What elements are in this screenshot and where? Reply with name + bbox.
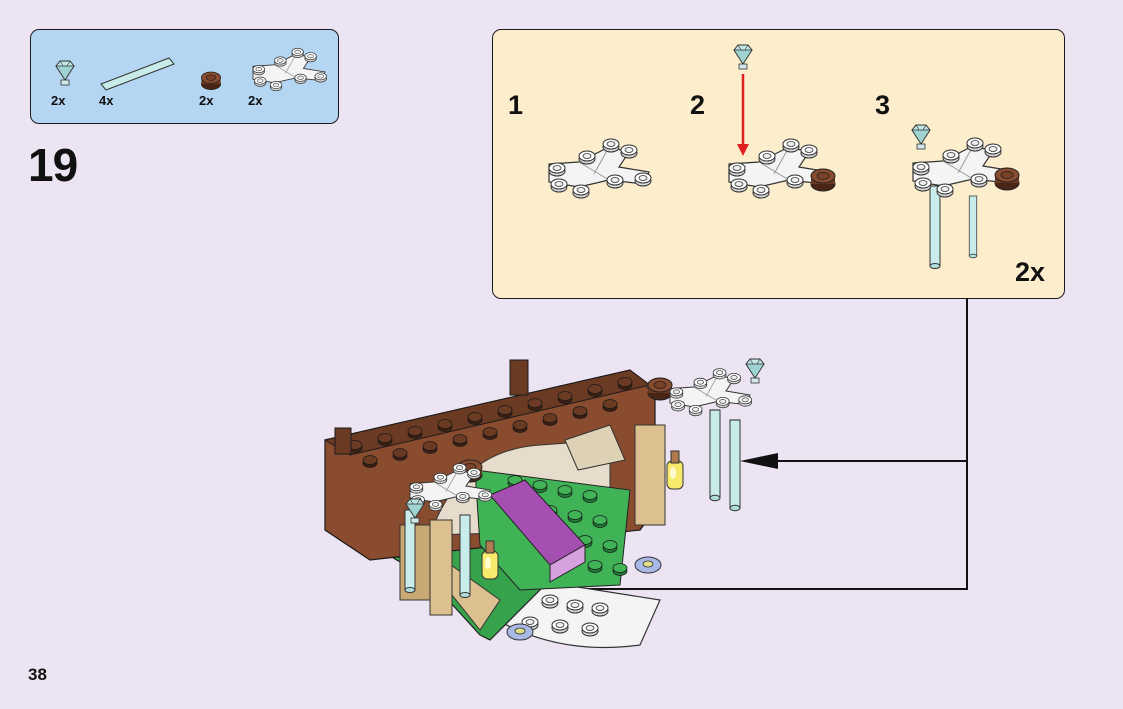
parts-list-box: 2x 4x 2x 2x (30, 29, 339, 124)
sub-assembly-multiplier: 2x (1015, 257, 1046, 287)
part-qty-round-plate: 2x (199, 93, 214, 108)
trans-light-blue-rod-icon (100, 57, 175, 91)
sub-step-number-2: 2 (690, 90, 706, 120)
sub-step-number-3: 3 (875, 90, 891, 120)
page-number: 38 (28, 665, 47, 684)
part-qty-jewel: 2x (51, 93, 66, 108)
part-qty-branch: 2x (248, 93, 263, 108)
part-qty-rod: 4x (99, 93, 114, 108)
sub-step-number-1: 1 (508, 90, 524, 120)
main-model-illustration (323, 358, 765, 648)
sub-assembly-box: 1 2 3 2x (492, 29, 1065, 299)
sub-step-2-illustration (721, 44, 836, 214)
step-number: 19 (28, 139, 78, 191)
